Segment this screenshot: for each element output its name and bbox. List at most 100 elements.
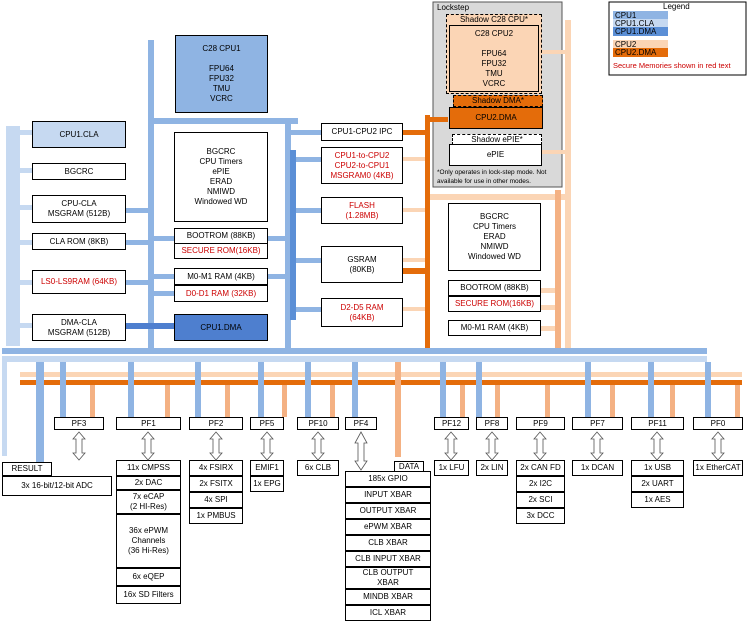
pf9: PF9 bbox=[516, 417, 565, 430]
list-item: 4x SPI bbox=[189, 492, 243, 508]
cla-connectors bbox=[20, 130, 32, 328]
cla-dma-link bbox=[126, 323, 174, 329]
pf12: PF12 bbox=[434, 417, 469, 430]
legend-cpu2-dma: CPU2.DMA bbox=[613, 48, 668, 57]
list-item: MINDB XBAR bbox=[345, 589, 431, 605]
main-bus-blue-2 bbox=[2, 356, 707, 362]
list-item: 7x eCAP (2 HI-Res) bbox=[116, 490, 181, 514]
cpu2-shared-connectors bbox=[403, 50, 565, 331]
pf4-list: 185x GPIO INPUT XBAR OUTPUT XBAR ePWM XB… bbox=[345, 471, 431, 621]
list-item: 6x eQEP bbox=[116, 568, 181, 586]
cpu1-bus-link bbox=[290, 150, 296, 320]
shadow-epie-label: Shadow ePIE* bbox=[471, 134, 523, 144]
cpu1-bus-top bbox=[148, 118, 298, 124]
pf11: PF11 bbox=[631, 417, 684, 430]
bus-drops-orange bbox=[90, 362, 740, 457]
cla-rom: CLA ROM (8KB) bbox=[32, 233, 126, 250]
list-item: CLB XBAR bbox=[345, 535, 431, 551]
cpu2-secure-rom: SECURE ROM(16KB) bbox=[448, 296, 541, 312]
cpu1-m0m1-ram: M0-M1 RAM (4KB) bbox=[174, 268, 268, 285]
list-item: CLB INPUT XBAR bbox=[345, 551, 431, 567]
list-item: ePWM XBAR bbox=[345, 519, 431, 535]
list-item: 2x FSITX bbox=[189, 476, 243, 492]
pf7-item: 1x DCAN bbox=[572, 460, 623, 476]
list-item: EMIF1 bbox=[250, 460, 284, 476]
cla-bus-inner bbox=[2, 356, 7, 456]
shared-ipc: CPU1-CPU2 IPC bbox=[321, 123, 403, 141]
list-item: 2x I2C bbox=[516, 476, 565, 492]
pf0-item: 1x EtherCAT bbox=[693, 460, 743, 476]
cpu2-bus-right bbox=[555, 190, 561, 350]
cpu2-m0m1-ram: M0-M1 RAM (4KB) bbox=[448, 320, 541, 336]
pf10-item: 6x CLB bbox=[297, 460, 339, 476]
list-item: 3x DCC bbox=[516, 508, 565, 524]
pf9-list: 2x CAN FD 2x I2C 2x SCI 3x DCC bbox=[516, 460, 565, 524]
pf10: PF10 bbox=[297, 417, 339, 430]
legend-cpu1: CPU1 bbox=[613, 11, 668, 20]
cpu1-peripherals: BGCRC CPU Timers ePIE ERAD NMIWD Windowe… bbox=[174, 132, 268, 222]
adc-box: 3x 16-bit/12-bit ADC bbox=[2, 476, 112, 496]
cla-bus bbox=[6, 126, 20, 346]
list-item: CLB OUTPUT XBAR bbox=[345, 567, 431, 589]
pf7: PF7 bbox=[572, 417, 623, 430]
pf11-list: 1x USB 2x UART 1x AES bbox=[631, 460, 684, 508]
legend-cpu2: CPU2 bbox=[613, 40, 668, 49]
cpu2-peripherals: BGCRC CPU Timers ERAD NMIWD Windowed WD bbox=[448, 203, 541, 271]
main-bus-blue-1 bbox=[2, 348, 707, 354]
list-item: ICL XBAR bbox=[345, 605, 431, 621]
cpu2-bootrom: BOOTROM (88KB) bbox=[448, 280, 541, 296]
list-item: 4x FSIRX bbox=[189, 460, 243, 476]
pf3: PF3 bbox=[54, 417, 104, 430]
pf0: PF0 bbox=[693, 417, 743, 430]
lockstep-note: *Only operates in lock-step mode. Not av… bbox=[437, 169, 547, 185]
cpu1-connectors bbox=[126, 130, 321, 312]
shadow-cpu-label: Shadow C28 CPU* bbox=[459, 15, 529, 24]
cpu2-bus-far bbox=[565, 20, 571, 350]
shadow-dma-label: Shadow DMA* bbox=[471, 96, 525, 105]
shared-msgram: CPU1-to-CPU2 CPU2-to-CPU1 MSGRAM0 (4KB) bbox=[321, 147, 403, 184]
pf12-item: 1x LFU bbox=[434, 460, 469, 476]
cpu1-bus-right bbox=[285, 118, 291, 348]
cpu2-epie: ePIE bbox=[449, 144, 542, 166]
list-item: 1x AES bbox=[631, 492, 684, 508]
list-item: 11x CMPSS bbox=[116, 460, 181, 476]
cla-bgcrc: BGCRC bbox=[32, 163, 126, 180]
shared-d2d5-ram: D2-D5 RAM (64KB) bbox=[321, 298, 403, 327]
legend-title: Legend bbox=[663, 2, 690, 11]
pf1-list: 11x CMPSS 2x DAC 7x eCAP (2 HI-Res) 36x … bbox=[116, 460, 181, 604]
bus-drops bbox=[36, 362, 711, 462]
list-item: 2x DAC bbox=[116, 476, 181, 490]
cpu2-core: C28 CPU2 FPU64 FPU32 TMU VCRC bbox=[449, 25, 539, 92]
list-item: 1x EPG bbox=[250, 476, 284, 492]
list-item: 16x SD Filters bbox=[116, 586, 181, 604]
list-item: 36x ePWM Channels (36 Hi-Res) bbox=[116, 514, 181, 568]
cpu1-bootrom: BOOTROM (88KB) bbox=[174, 228, 268, 244]
list-item: 2x UART bbox=[631, 476, 684, 492]
pf1: PF1 bbox=[116, 417, 181, 430]
legend-cpu1-cla: CPU1.CLA bbox=[613, 19, 668, 28]
list-item: 1x PMBUS bbox=[189, 508, 243, 524]
main-bus-orange-1 bbox=[20, 372, 742, 377]
main-bus-orange-2 bbox=[20, 380, 742, 385]
cpu2-bus-top bbox=[430, 194, 570, 200]
cpu2-dma: CPU2.DMA bbox=[449, 107, 543, 129]
legend-cpu1-dma: CPU1.DMA bbox=[613, 27, 668, 36]
cpu1-d0d1-ram: D0-D1 RAM (32KB) bbox=[174, 285, 268, 302]
shadow-dma-box: Shadow DMA* bbox=[453, 95, 543, 107]
cpu2-connectors bbox=[403, 117, 448, 274]
pf4: PF4 bbox=[345, 417, 377, 430]
list-item: 2x CAN FD bbox=[516, 460, 565, 476]
cla-ls-ram: LS0-LS9RAM (64KB) bbox=[32, 270, 126, 294]
lockstep-title: Lockstep bbox=[437, 3, 470, 12]
cpu1-bus-left bbox=[148, 40, 154, 350]
pf8-item: 2x LIN bbox=[476, 460, 508, 476]
pf5: PF5 bbox=[250, 417, 284, 430]
shared-flash: FLASH (1.28MB) bbox=[321, 197, 403, 224]
adc-result: RESULT bbox=[2, 462, 52, 476]
list-item: 185x GPIO bbox=[345, 471, 431, 487]
pf5-list: EMIF1 1x EPG bbox=[250, 460, 284, 492]
pf2-list: 4x FSIRX 2x FSITX 4x SPI 1x PMBUS bbox=[189, 460, 243, 524]
cla-msgram: CPU-CLA MSGRAM (512B) bbox=[32, 195, 126, 223]
list-item: INPUT XBAR bbox=[345, 487, 431, 503]
cla-core: CPU1.CLA bbox=[32, 121, 126, 148]
